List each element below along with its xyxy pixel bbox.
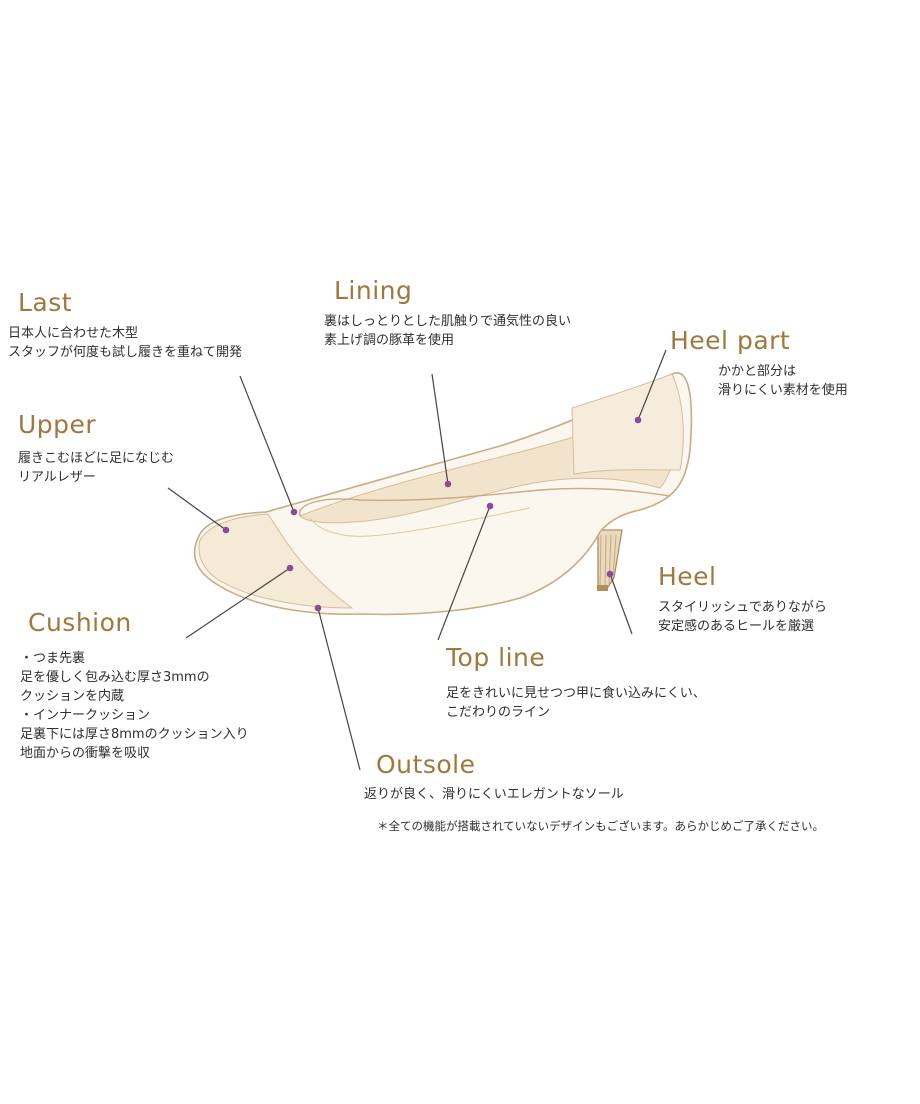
leader-lines xyxy=(167,349,667,771)
leader-upper xyxy=(167,487,227,531)
top-line-inner xyxy=(309,507,531,537)
label-upper-title: Upper xyxy=(18,410,97,439)
marker-top-line xyxy=(486,502,494,510)
label-upper-desc: 履きこむほどに足になじむ リアルレザー xyxy=(18,451,175,485)
marker-outsole xyxy=(314,604,322,612)
leader-heel-part xyxy=(637,349,667,421)
label-top-line-title: Top line xyxy=(446,643,546,672)
footnote: ＊全ての機能が搭載されていないデザインもございます。あらかじめご了承ください。 xyxy=(377,819,825,833)
label-heel-part: Heel part かかと部分は 滑りにくい素材を使用 xyxy=(670,328,848,400)
marker-heel xyxy=(606,570,614,578)
marker-upper xyxy=(222,526,230,534)
label-cushion-desc: ・つま先裏 足を優しく包み込む厚さ3mmの クッションを内蔵 ・インナークッショ… xyxy=(20,651,249,761)
marker-cushion xyxy=(286,564,294,572)
label-cushion-title: Cushion xyxy=(28,608,132,637)
lining-area xyxy=(299,397,677,524)
label-last: Last 日本人に合わせた木型 スタッフが何度も試し履きを重ねて開発 xyxy=(8,288,242,362)
label-heel-title: Heel xyxy=(658,562,717,591)
leader-outsole xyxy=(317,607,361,771)
label-outsole-desc: 返りが良く、滑りにくいエレガントなソール xyxy=(364,787,624,802)
label-heel-part-desc: かかと部分は 滑りにくい素材を使用 xyxy=(718,364,848,398)
heel-block xyxy=(597,529,623,591)
label-upper: Upper 履きこむほどに足になじむ リアルレザー xyxy=(18,412,174,487)
label-lining-desc: 裏はしっとりとした肌触りで通気性の良い 素上げ調の豚革を使用 xyxy=(324,314,572,348)
heel-counter xyxy=(571,373,684,475)
label-cushion: Cushion ・つま先裏 足を優しく包み込む厚さ3mmの クッションを内蔵 ・… xyxy=(20,608,249,763)
top-line-curve xyxy=(299,487,671,517)
label-outsole: Outsole 返りが良く、滑りにくいエレガントなソール xyxy=(364,750,624,804)
label-last-title: Last xyxy=(18,288,73,317)
label-heel: Heel スタイリッシュでありながら 安定感のあるヒールを厳選 xyxy=(658,564,827,636)
label-heel-desc: スタイリッシュでありながら 安定感のあるヒールを厳選 xyxy=(658,600,827,634)
leader-last xyxy=(239,375,295,513)
toe-box xyxy=(198,513,354,609)
label-lining: Lining 裏はしっとりとした肌触りで通気性の良い 素上げ調の豚革を使用 xyxy=(324,276,571,350)
leader-cushion xyxy=(185,567,291,639)
leader-heel xyxy=(609,573,633,635)
label-lining-title: Lining xyxy=(334,276,413,305)
marker-lining xyxy=(444,480,452,488)
label-last-desc: 日本人に合わせた木型 スタッフが何度も試し履きを重ねて開発 xyxy=(8,326,243,360)
label-heel-part-title: Heel part xyxy=(670,326,791,355)
marker-last xyxy=(290,508,298,516)
leader-lining xyxy=(431,373,449,485)
label-top-line: Top line 足をきれいに見せつつ甲に食い込みにくい、 こだわりのライン xyxy=(446,645,706,722)
leader-top-line xyxy=(437,505,491,641)
label-outsole-title: Outsole xyxy=(376,750,476,779)
marker-heel-part xyxy=(634,416,642,424)
label-top-line-desc: 足をきれいに見せつつ甲に食い込みにくい、 こだわりのライン xyxy=(446,686,706,720)
marker-dots xyxy=(222,416,642,612)
